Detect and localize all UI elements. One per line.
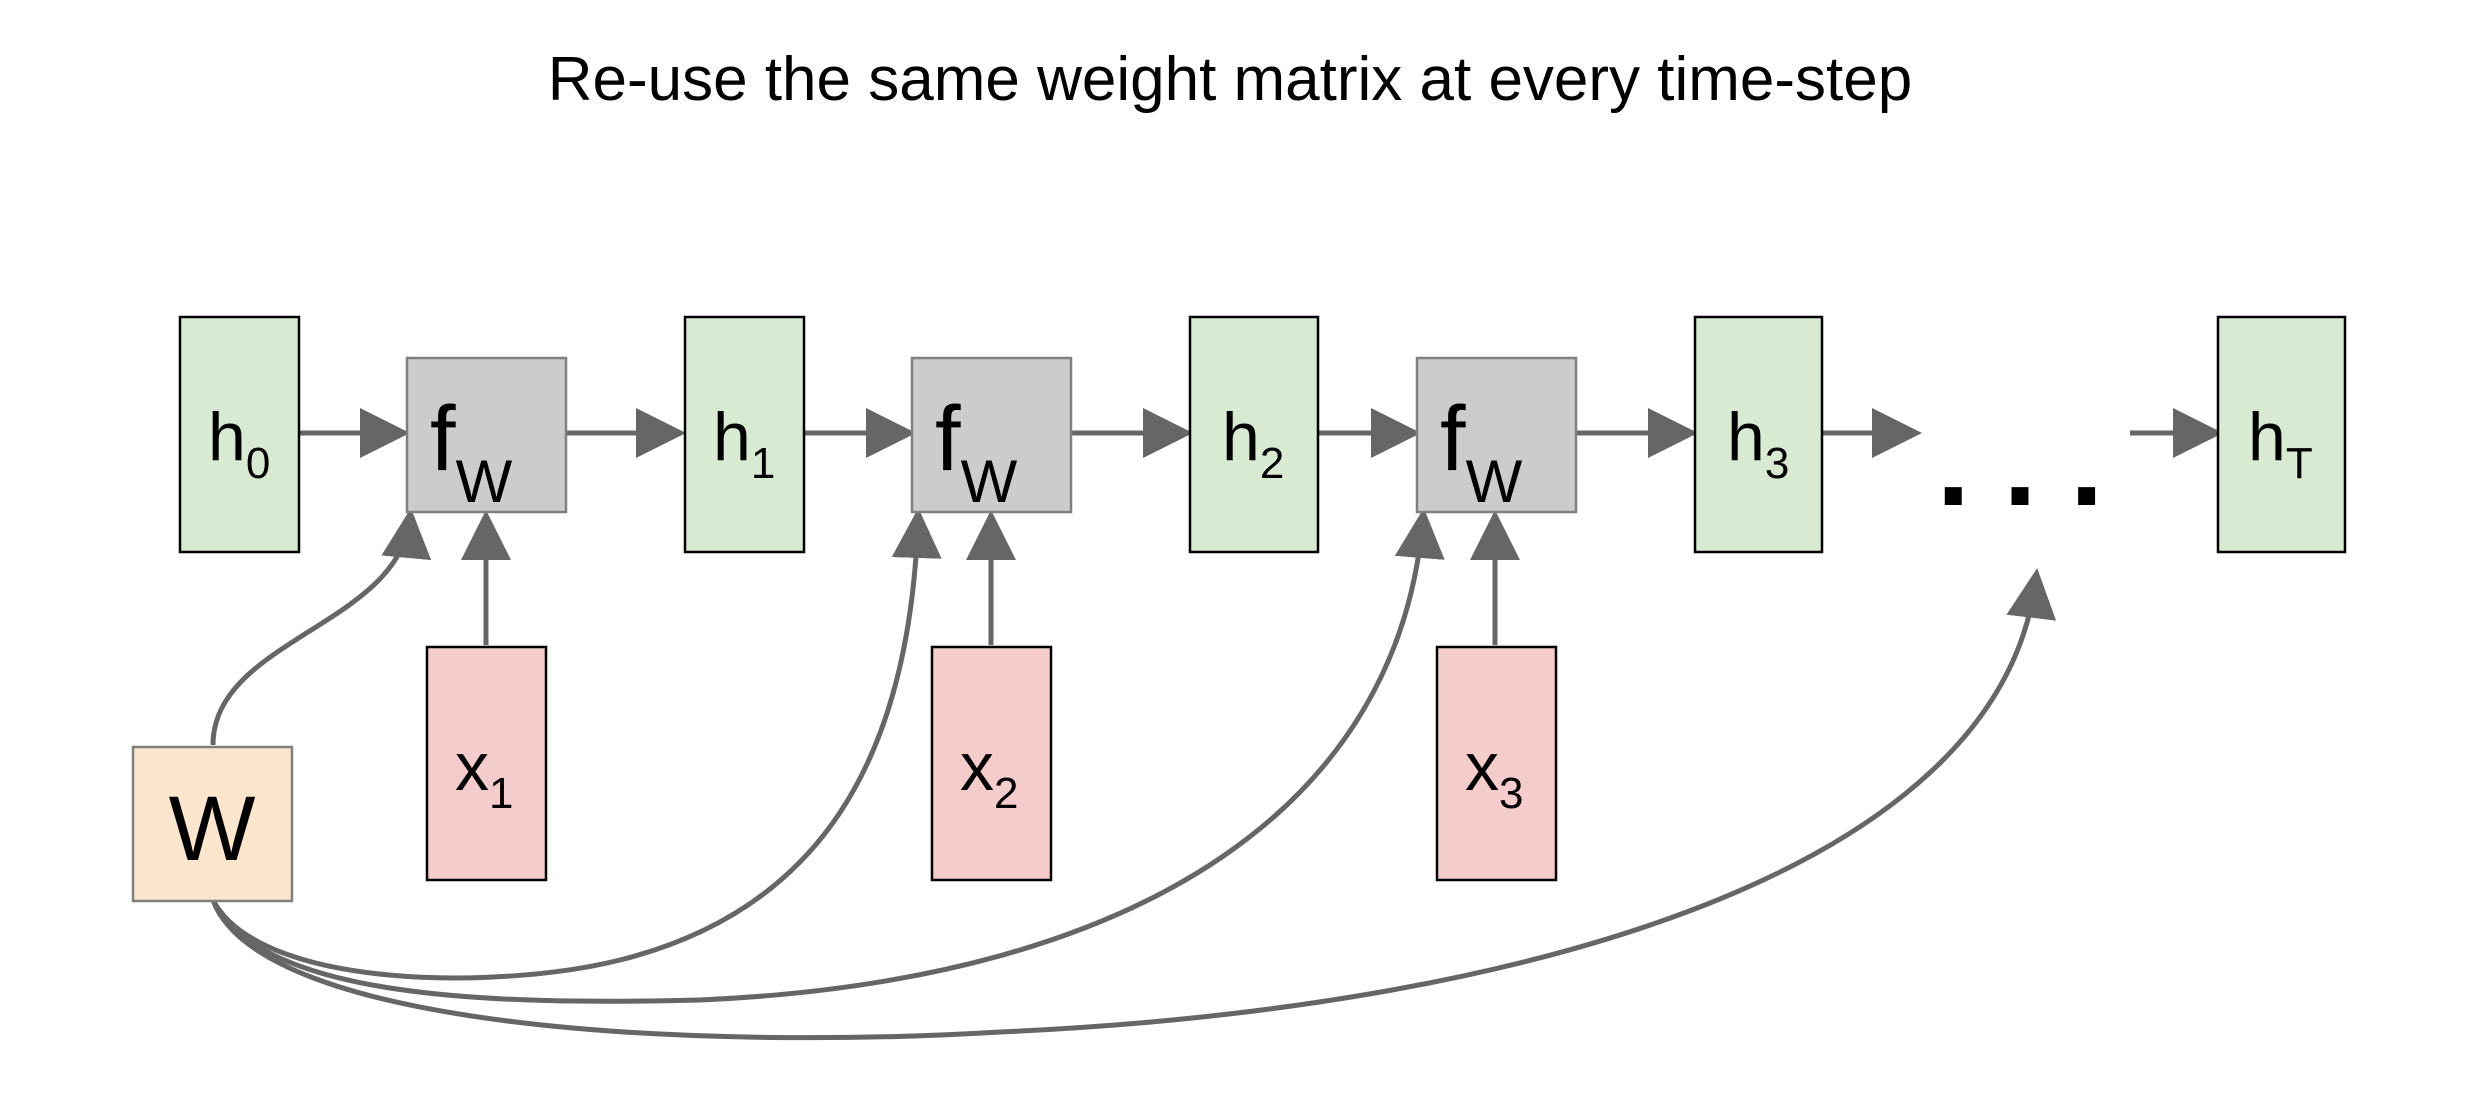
weight-arrow-to-ellipsis — [210, 568, 2057, 1041]
weight-arrow-to-fw-2 — [210, 508, 942, 981]
svg-text:x3: x3 — [1465, 729, 1523, 818]
input-x2: x2 — [930, 645, 1053, 882]
input-x3: x3 — [1435, 645, 1558, 882]
weight-arrow-to-fw-3 — [210, 508, 1445, 1004]
input-arrows — [461, 510, 1520, 645]
weight-matrix-W: W — [131, 745, 294, 903]
svg-text:hT: hT — [2248, 399, 2313, 488]
svg-text:h2: h2 — [1222, 399, 1284, 488]
svg-text:x1: x1 — [455, 729, 513, 818]
weight-arrow-to-fw-1 — [210, 508, 432, 746]
function-fw-3: fW — [1415, 356, 1578, 515]
function-fw-1: fW — [405, 356, 568, 515]
hidden-state-h0: h0 — [178, 315, 301, 554]
svg-text:fW: fW — [935, 388, 1018, 515]
svg-text:x2: x2 — [960, 729, 1018, 818]
hidden-state-h2: h2 — [1188, 315, 1320, 554]
input-x1: x1 — [425, 645, 548, 882]
svg-text:h0: h0 — [208, 399, 270, 488]
page-title: Re-use the same weight matrix at every t… — [548, 45, 1913, 114]
weight-sharing-arrows — [210, 508, 2057, 1041]
hidden-state-h1: h1 — [683, 315, 806, 554]
svg-text:W: W — [169, 778, 256, 880]
hidden-state-hT: hT — [2216, 315, 2347, 554]
svg-text:h3: h3 — [1727, 399, 1789, 488]
function-fw-2: fW — [910, 356, 1073, 515]
svg-text:fW: fW — [1440, 388, 1523, 515]
svg-text:fW: fW — [430, 388, 513, 515]
sequence-ellipsis: . . . — [1937, 397, 2104, 531]
svg-text:h1: h1 — [713, 399, 775, 488]
hidden-state-h3: h3 — [1693, 315, 1824, 554]
